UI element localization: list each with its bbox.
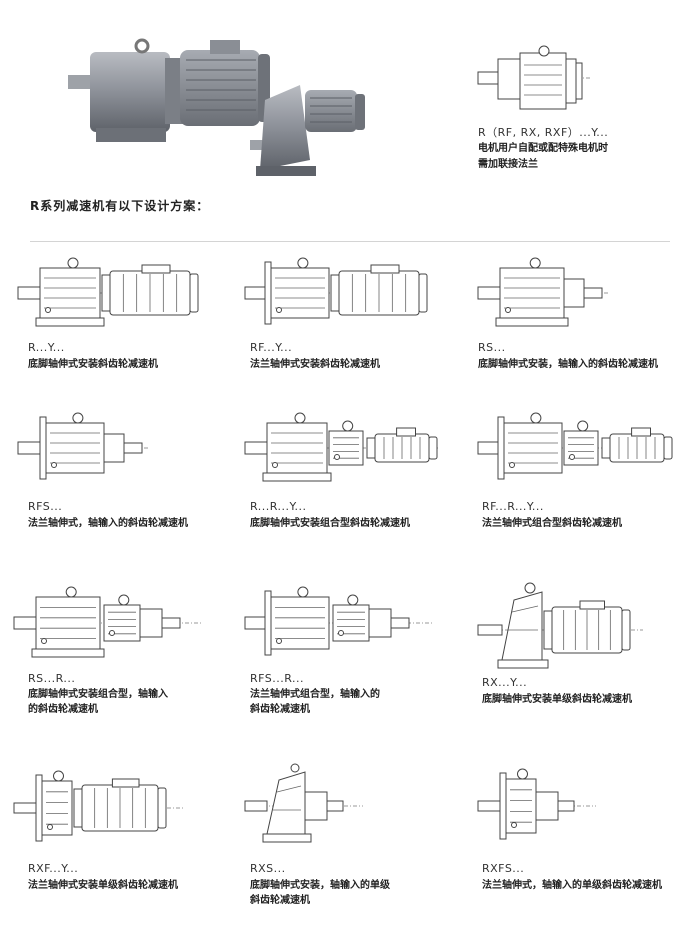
drawing-rs-r [13, 586, 202, 658]
drawing-rx-y [477, 582, 643, 669]
design-desc: 底脚轴伸式安装单级斜齿轮减速机 [482, 694, 632, 705]
design-desc: 法兰轴伸式安装斜齿轮减速机 [250, 359, 380, 370]
drawing-rxs [244, 763, 363, 843]
note-line-2: 需加联接法兰 [478, 159, 538, 170]
design-desc: 的斜齿轮减速机 [28, 704, 98, 715]
drawing-rf-r-y [477, 412, 673, 480]
design-desc: 底脚轴伸式安装，轴输入的斜齿轮减速机 [478, 359, 658, 370]
drawing-rfs-r [244, 586, 433, 656]
design-code: RFS...R... [250, 672, 304, 685]
drawing-r-r-y [244, 412, 440, 482]
gearbox-drawing-note [477, 45, 590, 110]
product-photo [68, 38, 365, 176]
design-desc: 底脚轴伸式安装组合型，轴输入 [28, 689, 168, 700]
design-desc: 底脚轴伸式安装组合型斜齿轮减速机 [250, 518, 410, 529]
design-desc: 底脚轴伸式安装，轴输入的单级 [250, 880, 390, 891]
drawing-rf-y [244, 257, 428, 325]
note-code: R（RF, RX, RXF）...Y... [478, 126, 609, 139]
design-desc: 底脚轴伸式安装斜齿轮减速机 [28, 359, 158, 370]
note-line-1: 电机用户自配或配特殊电机时 [478, 143, 608, 154]
design-code: RXF...Y... [28, 862, 79, 875]
design-desc: 法兰轴伸式安装单级斜齿轮减速机 [28, 880, 178, 891]
design-code: RXFS... [482, 862, 525, 875]
design-code: RXS... [250, 862, 286, 875]
design-desc: 法兰轴伸式，轴输入的单级斜齿轮减速机 [482, 880, 662, 891]
design-code: RS... [478, 341, 506, 354]
drawing-rs [477, 257, 608, 327]
design-code: RF...Y... [250, 341, 293, 354]
design-code: RX...Y... [482, 676, 528, 689]
design-desc: 斜齿轮减速机 [250, 704, 310, 715]
design-desc: 法兰轴伸式，轴输入的斜齿轮减速机 [28, 518, 188, 529]
drawing-rxfs [477, 768, 596, 840]
design-code: RS...R... [28, 672, 76, 685]
design-desc: 法兰轴伸式组合型，轴输入的 [250, 689, 380, 700]
section-heading: R系列减速机有以下设计方案： [30, 199, 210, 213]
design-code: R...Y... [28, 341, 65, 354]
drawing-r-y [17, 257, 199, 327]
design-code: RF...R...Y... [482, 500, 544, 513]
design-desc: 斜齿轮减速机 [250, 895, 310, 906]
design-desc: 法兰轴伸式组合型斜齿轮减速机 [482, 518, 622, 529]
drawing-rxf-y [13, 770, 184, 842]
design-code: RFS... [28, 500, 63, 513]
divider [30, 241, 670, 242]
drawing-rfs [17, 412, 148, 480]
design-code: R...R...Y... [250, 500, 307, 513]
